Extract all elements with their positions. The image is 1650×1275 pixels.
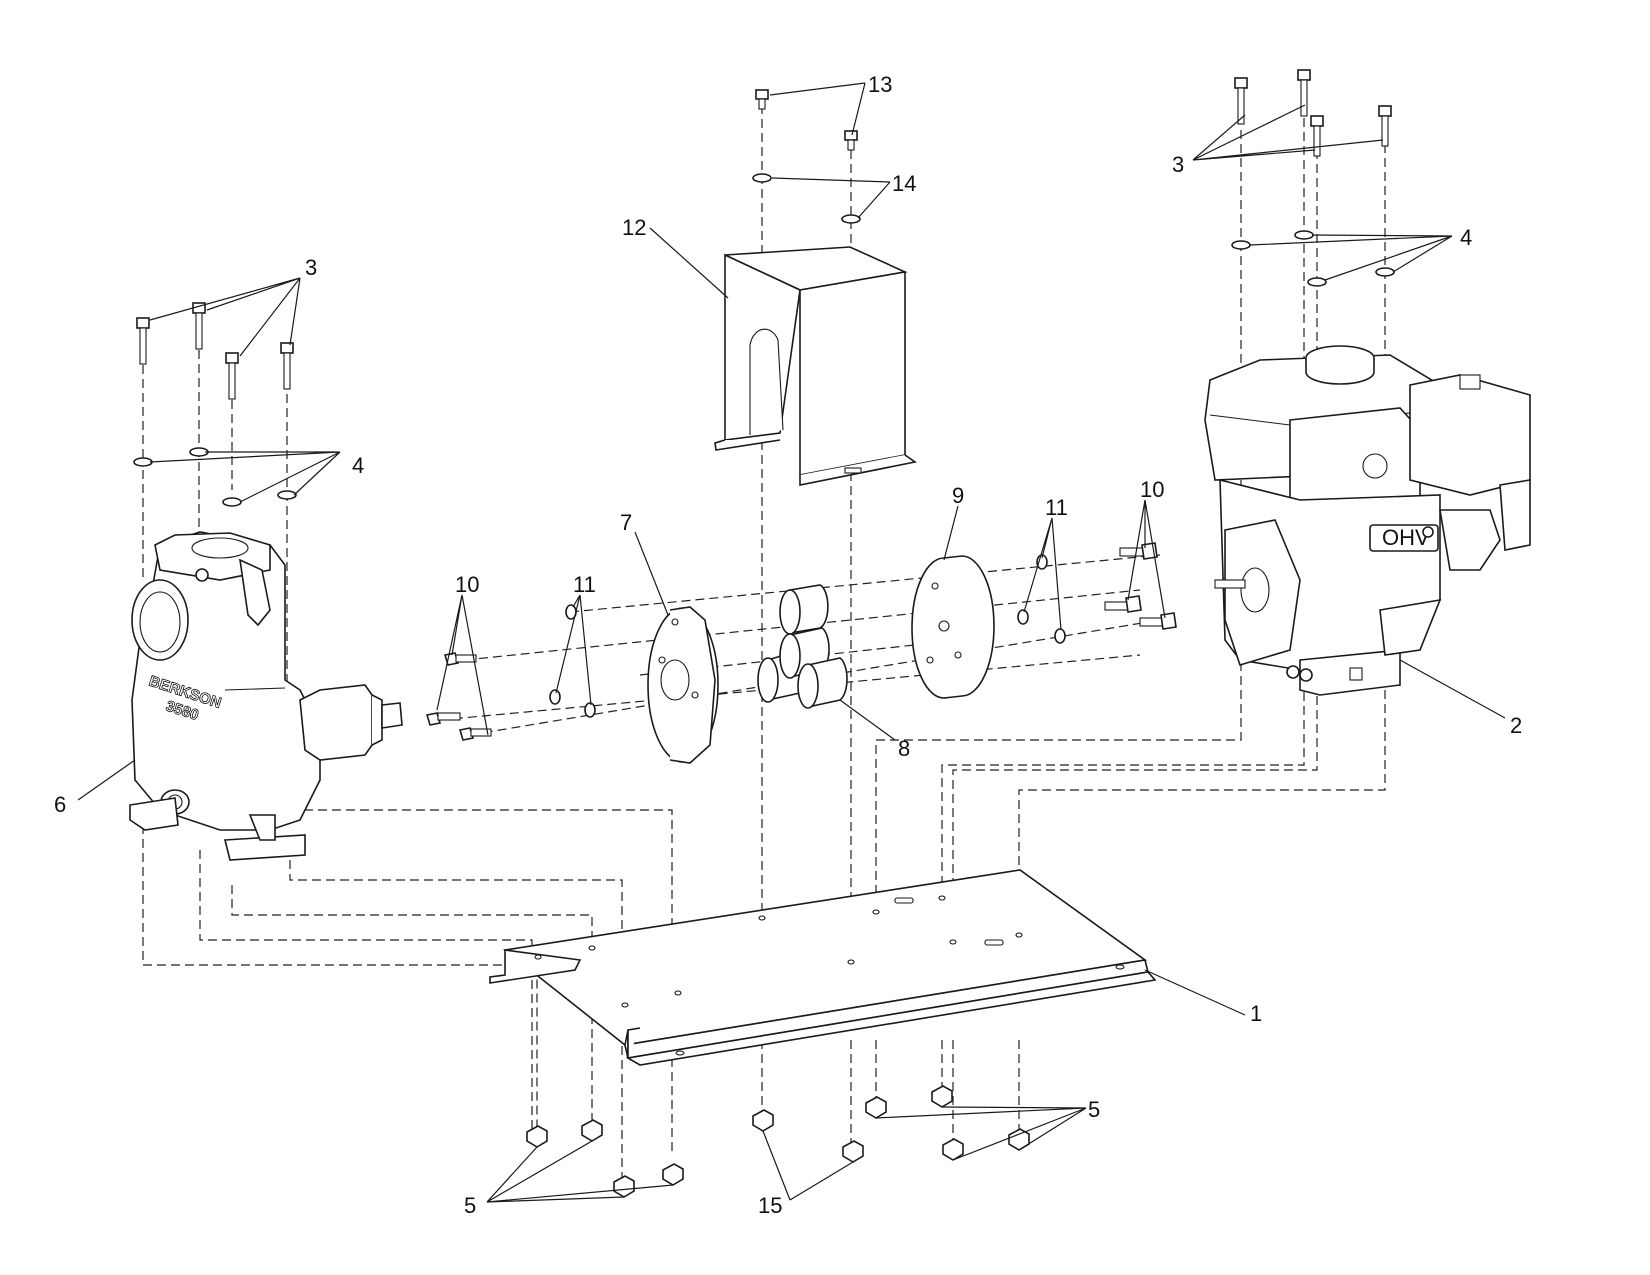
callout-6: 6 xyxy=(54,792,66,817)
coupling-guard xyxy=(714,246,917,486)
pump-assembly: BERKSON 3580 xyxy=(129,531,403,861)
callout-7: 7 xyxy=(620,510,632,535)
leader-lines xyxy=(77,82,1506,1203)
callout-10-left: 10 xyxy=(455,572,479,597)
assembly-dashed-lines xyxy=(142,90,1386,1185)
callout-15: 15 xyxy=(758,1193,782,1218)
engine-bolts xyxy=(1234,69,1392,157)
hex-nuts xyxy=(526,1085,1030,1198)
coupling-bolts-left xyxy=(425,604,596,741)
pump-washers xyxy=(133,447,297,507)
callout-1: 1 xyxy=(1250,1001,1262,1026)
callout-5-right: 5 xyxy=(1088,1097,1100,1122)
callout-11-right: 11 xyxy=(1045,495,1068,520)
callout-3-engine: 3 xyxy=(1172,152,1184,177)
callout-13: 13 xyxy=(868,72,892,97)
callout-8: 8 xyxy=(898,736,910,761)
pump-bolts xyxy=(136,302,294,400)
callout-10-right: 10 xyxy=(1140,477,1164,502)
engine-flange xyxy=(911,555,995,699)
guard-screws xyxy=(752,89,861,224)
callout-9: 9 xyxy=(952,483,964,508)
callout-4-pump: 4 xyxy=(352,453,364,478)
callout-5-left: 5 xyxy=(464,1193,476,1218)
callout-2: 2 xyxy=(1510,713,1522,738)
rubber-couplers xyxy=(757,584,848,709)
pump-flange xyxy=(647,606,719,764)
callout-12: 12 xyxy=(622,215,646,240)
callout-11-left: 11 xyxy=(573,572,596,597)
base-plate xyxy=(489,869,1157,1066)
engine-assembly: OHV xyxy=(1204,345,1531,696)
coupling-bolts-right xyxy=(1017,542,1177,644)
callout-14: 14 xyxy=(892,171,916,196)
engine-badge-text: OHV xyxy=(1382,525,1430,550)
callout-4-engine: 4 xyxy=(1460,225,1472,250)
callout-numbers: 1 2 3 3 4 4 5 5 6 7 8 9 10 10 11 11 12 1… xyxy=(54,72,1522,1218)
callout-3-pump: 3 xyxy=(305,255,317,280)
